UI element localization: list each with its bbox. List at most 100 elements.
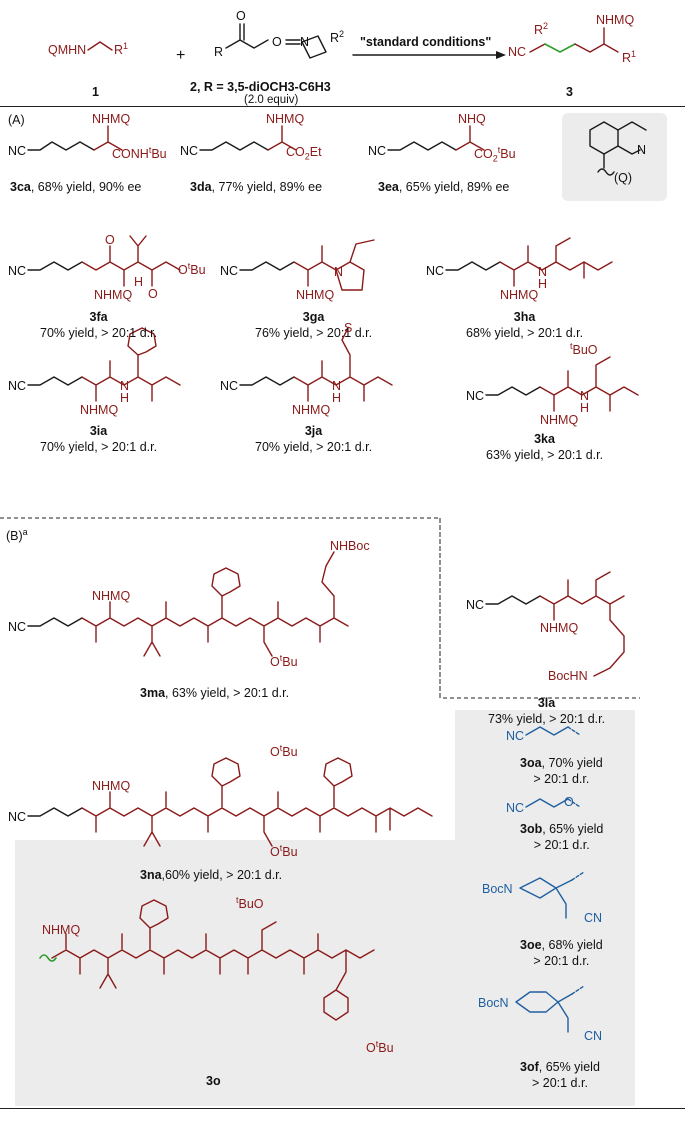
3ha-nc: NC [426, 264, 445, 278]
3ha-nhmq: NHMQ [500, 288, 539, 302]
3o-caption: 3o [206, 1074, 221, 1090]
3fa-h: H [134, 275, 144, 289]
reactant2-label-text: 2, R = 3,5-diOCH3-C6H3 [190, 80, 331, 94]
3da-ester-sub: 2 [304, 151, 310, 162]
3ea-caption-text: , 65% yield, 89% ee [398, 180, 510, 194]
3ja-s: S [344, 321, 353, 335]
3ka-nhmq: NHMQ [540, 413, 579, 427]
reactant2-o2: O [272, 35, 282, 49]
product-nhmq: NHMQ [596, 13, 635, 27]
reactant1-r-text: R [114, 43, 124, 58]
reactant2-label: 2, R = 3,5-diOCH3-C6H3 [190, 80, 331, 96]
3ca-caption: 3ca, 68% yield, 90% ee [10, 180, 141, 196]
3ja-id: 3ja [304, 424, 323, 438]
3ma-otbu-sup: t [279, 653, 283, 663]
3na-otbu-top-b: Bu [282, 745, 298, 760]
3o-otbu-a: O [366, 1041, 376, 1056]
compound-3o-box [15, 840, 455, 1106]
reactant2-r2: R2 [330, 29, 345, 46]
3oe-boc: BocN [482, 882, 513, 896]
3ma-otbu-a: O [270, 655, 280, 670]
3ha-id: 3ha [513, 310, 536, 324]
reactant2-o: O [236, 9, 246, 23]
plus-sign: + [176, 47, 186, 64]
3fa-nc: NC [8, 264, 27, 278]
3ea-nhq: NHQ [458, 112, 486, 126]
3oa-line1: , 70% yield [541, 756, 603, 770]
3of-boc: BocN [478, 996, 509, 1010]
3na-caption-text: ,60% yield, > 20:1 d.r. [161, 868, 283, 882]
reactant2-equiv: (2.0 equiv) [244, 94, 299, 106]
quinoline-n: N [637, 143, 647, 157]
section-b-label: (B)a [6, 528, 28, 543]
3fa-nhmq: NHMQ [94, 288, 133, 302]
3ca-nc: NC [8, 144, 27, 158]
3ia-id: 3ia [89, 424, 108, 438]
section-b-label-sup: a [22, 527, 28, 537]
3ka-caption-text: 63% yield, > 20:1 d.r. [486, 447, 604, 462]
reactant2-r2-text: R [330, 31, 340, 46]
3ca-id: 3ca [10, 180, 31, 194]
3na-otbu-top: OtBu [270, 744, 298, 759]
product-nc: NC [508, 45, 527, 59]
3oe-line2: > 20:1 d.r. [533, 953, 590, 968]
3na-otbu-top-sup: t [279, 743, 283, 753]
3da-caption-text: , 77% yield, 89% ee [211, 180, 323, 194]
3la-bochn: BocHN [548, 669, 588, 683]
section-a-label: (A) [8, 113, 25, 127]
3oe-id: 3oe [520, 938, 542, 952]
3oa-nc: NC [506, 729, 525, 743]
3ja-h: H [332, 391, 342, 405]
3fa-otbu-a: O [178, 263, 188, 278]
quinoline-q: (Q) [614, 171, 633, 185]
3o-tbuo: tBuO [236, 896, 264, 911]
3ka-h: H [580, 401, 590, 415]
3ma-nhmq: NHMQ [92, 589, 131, 603]
3o-otbu: OtBu [366, 1040, 394, 1055]
product-number: 3 [566, 85, 573, 99]
3ga-id: 3ga [302, 310, 325, 324]
3da-ester-a: CO [286, 145, 305, 159]
3na-otbu-sup: t [279, 843, 283, 853]
3la-nc: NC [466, 598, 485, 612]
3ka-id: 3ka [534, 432, 555, 446]
r1-chain [87, 41, 113, 51]
3ga-nc: NC [220, 264, 239, 278]
3ob-id: 3ob [520, 822, 543, 836]
product-r1-text: R [622, 51, 632, 66]
3ka-n: N [580, 389, 590, 403]
r2-chain [225, 39, 269, 49]
3o-id: 3o [206, 1074, 221, 1088]
3ob-nc: NC [506, 801, 525, 815]
3o-nhmq: NHMQ [42, 923, 81, 937]
3fa-o1: O [105, 233, 115, 247]
3ea-ester-sub: 2 [492, 153, 498, 164]
3da-ester-b: Et [309, 145, 322, 159]
3of-line1: , 65% yield [538, 1060, 600, 1074]
3ga-caption-text: 76% yield, > 20:1 d.r. [255, 325, 373, 340]
3ca-amide-sup: t [148, 145, 152, 155]
3ia-caption-text: 70% yield, > 20:1 d.r. [40, 439, 158, 454]
3ma-nc: NC [8, 620, 27, 634]
3ia-h: H [120, 391, 130, 405]
3ja-nc: NC [220, 379, 239, 393]
3la-id: 3la [537, 696, 556, 710]
3oa-caption: 3oa, 70% yield> 20:1 d.r. [520, 756, 603, 787]
3ma-caption-text: , 63% yield, > 20:1 d.r. [165, 686, 290, 700]
3ea-id: 3ea [378, 180, 399, 194]
product-r1: R1 [622, 49, 637, 66]
3ca-amide-a: CONH [112, 147, 149, 162]
3ea-caption: 3ea, 65% yield, 89% ee [378, 180, 509, 196]
bottom-rule [0, 1108, 685, 1109]
product-r2: R2 [534, 21, 549, 38]
3na-nc: NC [8, 810, 27, 824]
3da-caption: 3da, 77% yield, 89% ee [190, 180, 322, 196]
3ob-line2: > 20:1 d.r. [533, 837, 590, 852]
3fa-caption-text: 70% yield, > 20:1 d.r. [40, 325, 158, 340]
3ma-caption: 3ma, 63% yield, > 20:1 d.r. [140, 686, 289, 702]
3da-nhmq: NHMQ [266, 112, 305, 126]
